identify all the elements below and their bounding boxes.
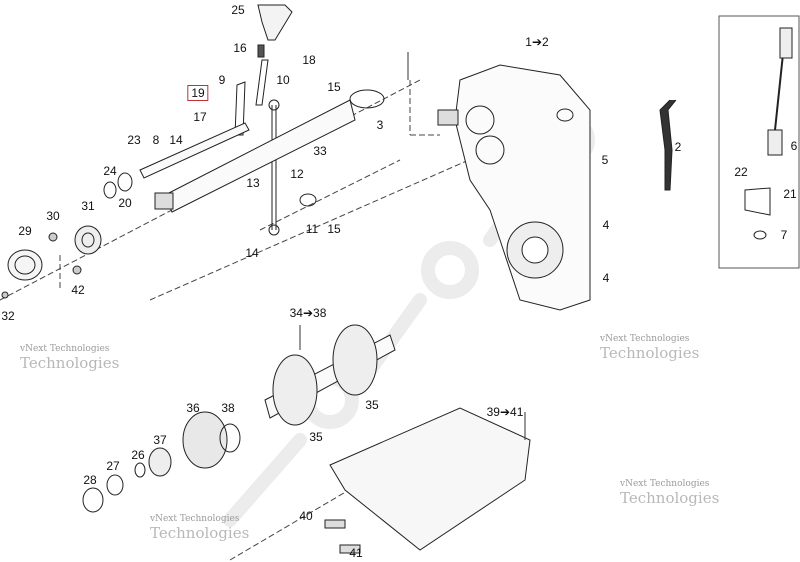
callout-8[interactable]: 8 [152,133,160,147]
callout-16[interactable]: 16 [233,41,247,55]
shift-lever [234,4,293,236]
callout-10[interactable]: 10 [276,73,290,87]
callout-19-highlighted[interactable]: 19 [187,85,209,101]
callout-7[interactable]: 7 [780,228,788,242]
callout-6[interactable]: 6 [790,139,798,153]
callout-15[interactable]: 15 [327,222,341,236]
callout-40[interactable]: 40 [299,509,313,523]
callout-22[interactable]: 22 [734,165,748,179]
callout-26[interactable]: 26 [131,448,145,462]
callout-24[interactable]: 24 [103,164,117,178]
callout-35[interactable]: 35 [365,398,379,412]
callout-20[interactable]: 20 [118,196,132,210]
callout-29[interactable]: 29 [18,224,32,238]
callout-25[interactable]: 25 [231,3,245,17]
callout-31[interactable]: 31 [81,199,95,213]
axis-line [259,159,401,231]
callout-30[interactable]: 30 [46,209,60,223]
callout-15[interactable]: 15 [327,80,341,94]
callout-28[interactable]: 28 [83,473,97,487]
callout-12[interactable]: 12 [290,167,304,181]
callout-5[interactable]: 5 [601,153,609,167]
callout-27[interactable]: 27 [106,459,120,473]
callout-18[interactable]: 18 [302,53,316,67]
track-clips [329,407,531,551]
callout-39-41[interactable]: 39➔41 [486,405,524,419]
callout-9[interactable]: 9 [218,73,226,87]
callout-37[interactable]: 37 [153,433,167,447]
callout-1-2[interactable]: 1➔2 [525,35,549,49]
drive-axle [82,324,396,513]
callout-38[interactable]: 38 [221,401,235,415]
callout-33[interactable]: 33 [313,144,327,158]
callout-23[interactable]: 23 [127,133,141,147]
gearbox-housing [437,64,591,311]
callout-41[interactable]: 41 [349,546,363,560]
callout-21[interactable]: 21 [783,187,797,201]
callout-17[interactable]: 17 [193,110,207,124]
callout-4[interactable]: 4 [602,218,610,232]
callout-42[interactable]: 42 [71,283,85,297]
callout-13[interactable]: 13 [246,176,260,190]
callout-34-38[interactable]: 34➔38 [289,306,327,320]
callout-14[interactable]: 14 [245,246,259,260]
inset-frame [718,15,800,269]
callout-32[interactable]: 32 [1,309,15,323]
callout-14[interactable]: 14 [169,133,183,147]
callout-36[interactable]: 36 [186,401,200,415]
callout-35[interactable]: 35 [309,430,323,444]
callout-11[interactable]: 11 [305,222,319,236]
callout-3[interactable]: 3 [376,118,384,132]
callout-2[interactable]: 2 [674,140,682,154]
callout-4[interactable]: 4 [602,271,610,285]
